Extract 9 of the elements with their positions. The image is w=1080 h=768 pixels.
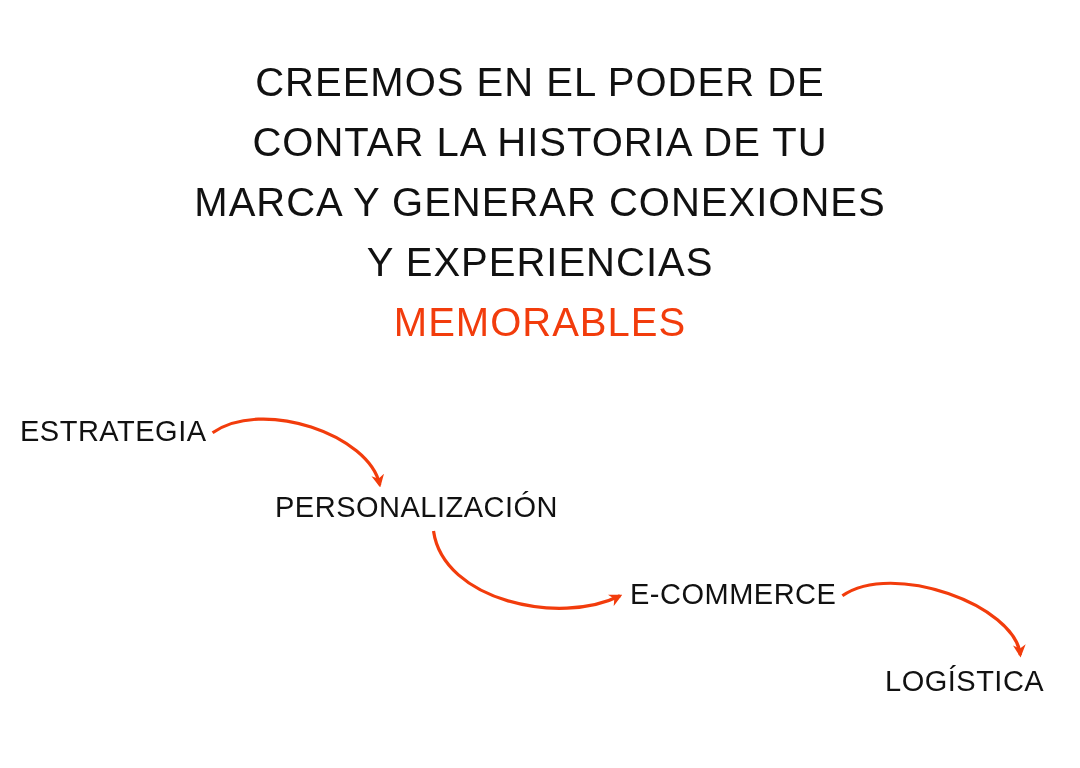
highlight-text: MEMORABLES [392,299,688,346]
step-label: LOGÍSTICA [885,663,1045,699]
curved-arrow [431,530,623,610]
step-label: PERSONALIZACIÓN [275,489,559,525]
curved-arrow [841,581,1024,658]
heading: CREEMOS EN EL PODER DE CONTAR LA HISTORIA DE TU MARCA Y GENERAR CONEXIONES Y EXPERIENCIAS [193,59,887,286]
step-label: ESTRATEGIA [20,413,207,449]
curved-arrow [211,417,383,488]
step-label: E-COMMERCE [630,576,837,612]
